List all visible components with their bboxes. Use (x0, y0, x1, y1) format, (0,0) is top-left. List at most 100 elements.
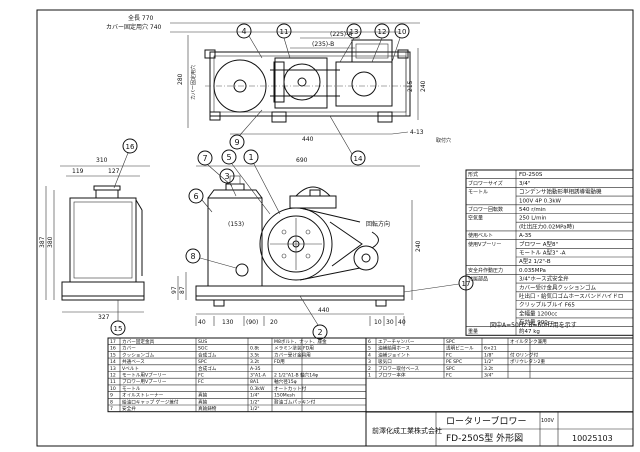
dim-front-97: 97 (171, 286, 178, 294)
dim-side-380: 380 (47, 236, 54, 248)
balloon-6: 6 (188, 188, 204, 204)
part-mat: SPC (446, 366, 455, 372)
svg-text:16: 16 (126, 143, 135, 151)
part-qty: 0.8t (250, 346, 259, 352)
part-qty: 1/2" (484, 359, 494, 365)
svg-text:15: 15 (114, 325, 123, 333)
dim-top-240: 240 (420, 80, 427, 92)
part-note: カバー受け金具用 (274, 351, 311, 358)
balloon-15: 15 (110, 320, 126, 336)
svg-text:4: 4 (241, 27, 246, 36)
svg-text:10: 10 (398, 28, 407, 36)
top-view: 全長 770 カバー固定用穴 740 (225)-A (235)-B 280 カ… (106, 14, 451, 144)
spec-value: 約47 kg (519, 327, 540, 335)
part-note: 耐油ゴムパッキン付 (274, 398, 316, 405)
part-name: ブロワー本体 (378, 372, 406, 379)
title-voltage: 100V (541, 418, 555, 424)
spec-value: ブロワー A型8" (519, 240, 558, 248)
side-view: 310 119 127 387 380 327 (39, 157, 150, 321)
part-mat: FC (198, 379, 204, 385)
part-no: 15 (110, 352, 116, 358)
svg-text:7: 7 (202, 154, 207, 163)
part-qty: 3.2t (250, 359, 259, 365)
part-qty: 1/2" (250, 399, 260, 405)
svg-text:13: 13 (350, 28, 359, 36)
part-name: 油補給用ホース (378, 345, 410, 352)
part-note: メラミン塗装 FD用 (274, 345, 314, 352)
dim-side-310: 310 (96, 157, 108, 164)
spec-key: ブロワーサイズ (468, 180, 503, 187)
title-drawing-no: 10025103 (572, 434, 613, 443)
dim-side-119: 119 (72, 168, 84, 175)
part-note: オイルタンク兼用 (510, 338, 547, 345)
spec-value: モートル A型3" -A (519, 249, 566, 257)
part-name: モートル用Vプーリー (122, 373, 167, 379)
part-name: ブロワー用Vプーリー (122, 378, 167, 385)
part-name: カバー固定金具 (122, 338, 155, 345)
svg-text:1: 1 (248, 153, 253, 162)
dim-front-240: 240 (415, 240, 422, 252)
svg-text:9: 9 (234, 138, 239, 147)
spec-key: 安全弁作動圧力 (468, 267, 503, 274)
part-no: 1 (368, 373, 371, 379)
spec-value: 3/4" (519, 181, 530, 187)
rotation-label: 回転方向 (366, 220, 390, 228)
dim-top-280: 280 (177, 73, 184, 85)
dim-front-20: 20 (270, 319, 278, 326)
spec-value: 250 L/min (519, 216, 547, 222)
part-mat: 合成ゴム (198, 365, 217, 372)
part-name: ブロワー取付ベース (378, 365, 420, 372)
svg-text:12: 12 (378, 28, 387, 36)
part-qty: 6×21 (484, 346, 497, 352)
balloon-7: 7 (197, 150, 213, 166)
part-name: オイルストレーナー (122, 393, 164, 399)
dim-top-hole: 4-13 (410, 129, 424, 136)
part-note: 軸穴径15φ (274, 378, 297, 385)
dim-top-overall: 全長 770 (128, 14, 154, 22)
balloon-14: 14 (350, 150, 366, 166)
svg-text:3: 3 (224, 172, 229, 181)
balloon-11: 11 (276, 23, 292, 39)
spec-key: 使用Vプーリー (468, 241, 501, 248)
part-mat: FC (198, 373, 204, 379)
part-note: ポリウレタン2重 (510, 358, 545, 365)
spec-value: カバー受け金具クッションゴム (519, 283, 597, 291)
title-block: 前澤化成工業株式会社 ロータリーブロワー 100V FD-250S型 外形図 1… (365, 411, 634, 447)
balloon-9: 9 (229, 134, 245, 150)
part-qty: A-35 (250, 366, 261, 372)
part-name: 共通ベース (122, 358, 145, 365)
part-name: 油補ジョイント (378, 351, 410, 358)
part-mat: PE SPC (446, 359, 462, 365)
spec-key: 形式 (468, 171, 478, 178)
part-note: M8ボルト、ナット、座金 (274, 338, 327, 345)
part-qty: 1/2" (250, 406, 260, 412)
dim-front-30: 30 (386, 319, 394, 326)
part-qty: 3/4" (484, 373, 494, 379)
part-no: 16 (110, 346, 116, 352)
part-qty: 1/4" (250, 393, 260, 399)
spec-value: 吐出口・給気口ゴムホースバンドハイドロ (519, 292, 623, 300)
dim-front-90: (90) (246, 319, 258, 326)
part-mat: SGC (198, 346, 208, 352)
part-name: カバー (122, 346, 136, 352)
part-no: 9 (110, 393, 113, 399)
part-no: 4 (368, 352, 371, 358)
spec-value: 有効量 900cc (519, 318, 554, 326)
part-name: エアーチャンバー (378, 339, 415, 345)
spec-key: ブロワー回転数 (468, 206, 503, 213)
svg-text:8: 8 (190, 252, 195, 261)
part-no: 14 (110, 359, 116, 365)
spec-key: 空気量 (468, 215, 483, 222)
dim-top-hole-note: 取付穴 (436, 137, 451, 144)
part-name: 安全弁 (122, 405, 136, 412)
spec-value: A型2 1/2"-B (519, 257, 551, 265)
dim-front-153: (153) (228, 221, 244, 228)
part-qty: 3.5t (250, 352, 259, 358)
part-mat: FC (446, 373, 452, 379)
spec-value: 540 r/min (519, 207, 546, 213)
dim-top-225: (225)-A (330, 31, 353, 38)
balloon-4: 4 (236, 23, 252, 39)
part-note: オートカット付 (274, 385, 307, 392)
part-name: 吸気口 (378, 358, 392, 365)
